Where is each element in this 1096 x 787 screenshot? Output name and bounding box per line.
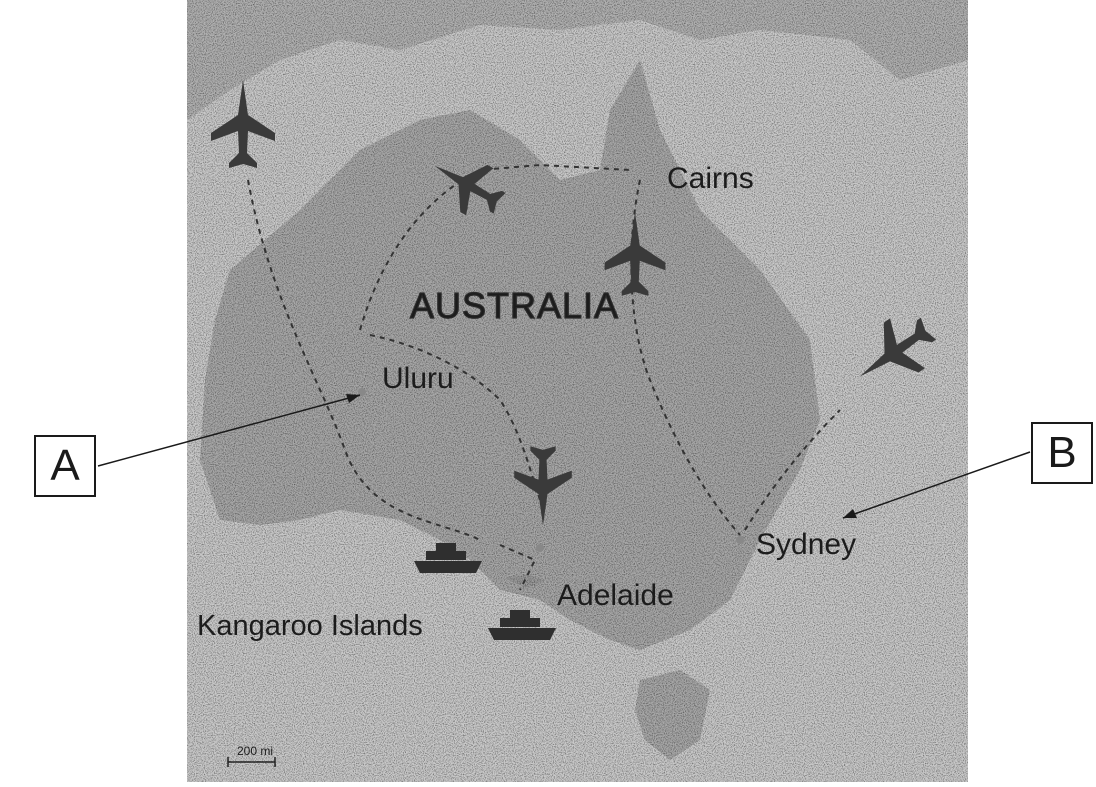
route-sydney-to-pacific — [744, 409, 841, 531]
callout-a-letter: A — [50, 441, 80, 490]
place-label-uluru: Uluru — [382, 362, 454, 395]
place-label-adelaide: Adelaide — [557, 579, 674, 612]
callout-b-letter: B — [1047, 428, 1077, 477]
route-cairns-to-sydney — [630, 179, 741, 536]
plane-icon — [604, 212, 666, 296]
callout-a-box: A — [34, 435, 96, 497]
place-label-sydney: Sydney — [756, 528, 856, 561]
place-label-cairns: Cairns — [667, 162, 754, 195]
plane-icon — [514, 446, 572, 526]
plane-icon — [434, 164, 506, 216]
uluru-marker — [358, 388, 366, 396]
sydney-marker — [736, 536, 744, 544]
ship-icon — [488, 610, 556, 640]
map-texture — [187, 0, 968, 782]
callout-b-box: B — [1031, 422, 1093, 484]
place-label-kangaroo-islands: Kangaroo Islands — [197, 610, 423, 642]
map-panel: AUSTRALIA Cairns Uluru Sydney Adelaide K… — [187, 0, 968, 782]
country-label: AUSTRALIA — [410, 285, 619, 326]
callout-b-arrowhead — [843, 509, 857, 518]
scale-bar: 200 mi — [227, 744, 276, 767]
route-adelaide-to-kangaroo — [499, 544, 537, 591]
callout-a-arrowhead — [346, 394, 360, 403]
plane-icon — [859, 317, 937, 377]
scale-label: 200 mi — [237, 744, 273, 758]
plane-icon — [211, 80, 275, 168]
callout-a-leader — [97, 394, 361, 467]
route-uluru-to-adelaide — [369, 334, 541, 501]
route-nw-to-adelaide — [247, 179, 481, 541]
ship-icon — [414, 543, 482, 573]
callout-b-leader — [842, 451, 1031, 519]
adelaide-marker — [536, 544, 544, 552]
